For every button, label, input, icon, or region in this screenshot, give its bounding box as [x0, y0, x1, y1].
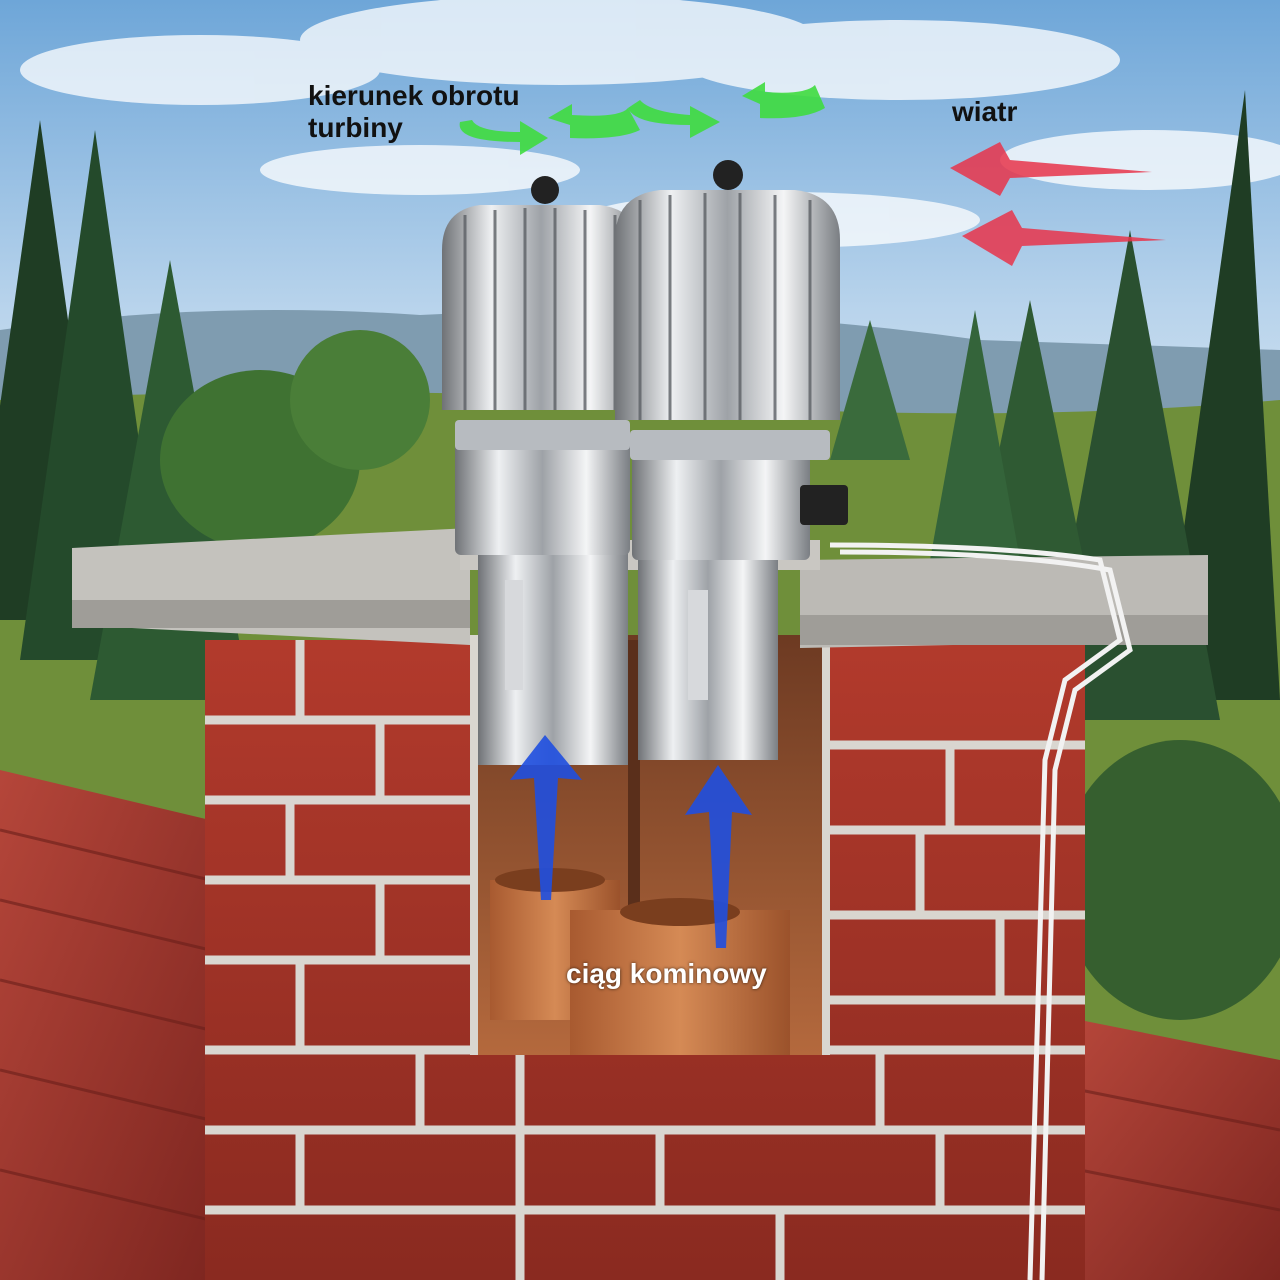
wind-arrow-icon [950, 142, 1152, 196]
roof-right [1080, 1020, 1280, 1280]
curved-arrow-icon [742, 82, 825, 119]
roof [0, 770, 210, 1280]
wind-arrow-icon [962, 210, 1166, 266]
draft-arrows [510, 735, 752, 948]
turbine-left [442, 176, 640, 765]
rotation-arrows [459, 82, 825, 155]
wind-label: wiatr [952, 96, 1018, 127]
curved-arrow-icon [628, 100, 720, 138]
roof-tile-lines [0, 828, 1280, 1222]
up-arrow-icon [685, 765, 752, 948]
turbine-right [615, 160, 848, 760]
turbine-rotation-label: kierunek obrotu turbiny [308, 80, 520, 144]
wind-arrows [950, 142, 1166, 266]
turbine-rotation-label-line2: turbiny [308, 112, 403, 143]
up-arrow-icon [510, 735, 582, 900]
chimney-draft-label: ciąg kominowy [566, 958, 767, 989]
curved-arrow-icon [459, 120, 548, 155]
cables [829, 542, 1133, 1280]
turbine-rotation-label-line1: kierunek obrotu [308, 80, 520, 111]
curved-arrow-icon [548, 104, 640, 139]
